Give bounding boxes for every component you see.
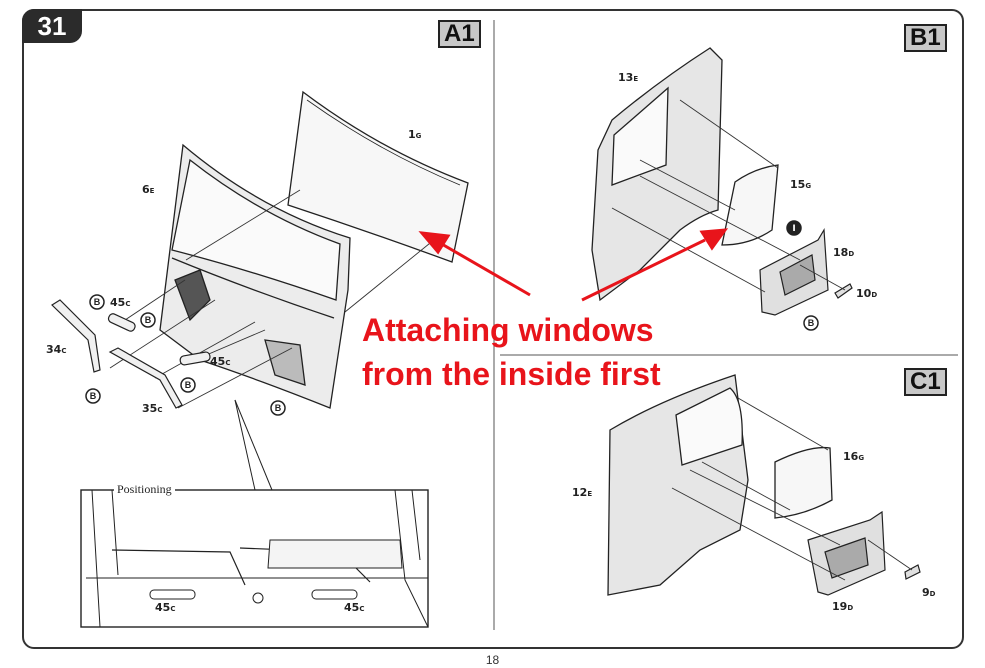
callout-letters: B B B B B B [90,297,815,413]
part-label-16g: 16G [843,450,865,463]
right-door-panel-part [807,510,921,596]
red-arrows [418,228,729,302]
instruction-frame [22,9,964,649]
part-label-45c-top: 45C [110,296,131,309]
part-label-19d: 19D [832,600,854,613]
side-glass-part [721,164,779,246]
part-label-45c-inset-right: 45C [344,601,365,614]
positioning-label: Positioning [114,482,175,497]
part-label-12e: 12E [572,486,593,499]
instruction-note: Attaching windows from the inside first [362,308,661,396]
door-left-part [591,47,723,302]
part-label-18d: 18D [833,246,855,259]
part-label-15g: 15G [790,178,812,191]
svg-text:B: B [275,403,282,413]
windshield-glass-part [287,90,469,263]
svg-text:B: B [94,297,101,307]
part-label-10d: 10D [856,287,878,300]
door-panel-part [759,228,853,316]
right-glass-part [774,446,833,519]
door-right-part [607,374,749,596]
step-number-badge: 31 [22,9,82,43]
cab-front-frame-part [159,143,351,409]
svg-text:I: I [792,224,795,234]
part-label-9d: 9D [922,586,936,599]
part-label-1g: 1G [408,128,422,141]
wiper-parts [51,299,211,409]
note-line-1: Attaching windows [362,312,654,348]
section-label-c1: C1 [904,368,947,396]
page-number: 18 [485,653,500,667]
section-label-a1: A1 [438,20,481,48]
svg-text:B: B [90,391,97,401]
part-label-35c: 35C [142,402,163,415]
svg-text:B: B [145,315,152,325]
part-label-34c: 34C [46,343,67,356]
section-label-b1: B1 [904,24,947,52]
positioning-inset [80,399,429,628]
part-label-6e: 6E [142,183,155,196]
callout-markers [85,220,819,416]
note-line-2: from the inside first [362,356,661,392]
svg-text:B: B [808,318,815,328]
part-label-45c-inset-left: 45C [155,601,176,614]
part-label-13e: 13E [618,71,639,84]
svg-text:B: B [185,380,192,390]
part-label-45c-mid: 45C [210,355,231,368]
